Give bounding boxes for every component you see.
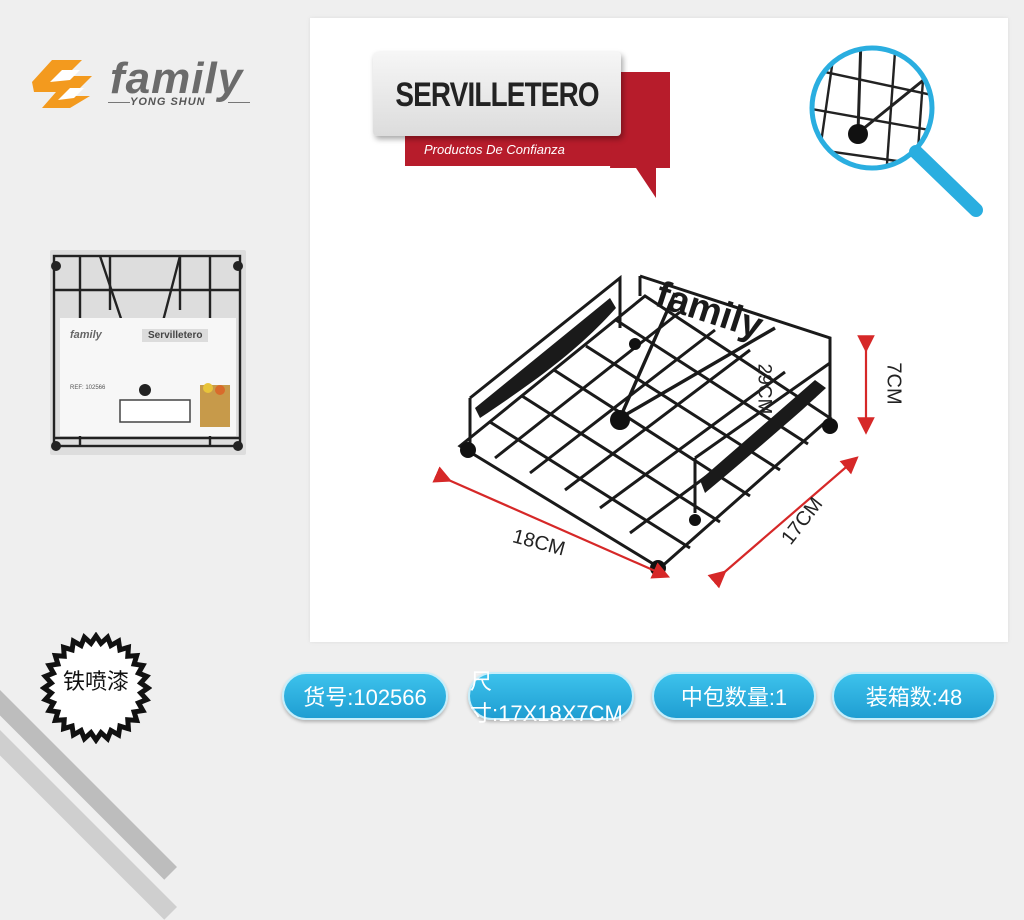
brand-mark-icon	[32, 60, 92, 108]
divider	[228, 102, 250, 103]
dimension-arrows	[432, 335, 875, 589]
product-title: SERVILLETERO	[395, 76, 599, 114]
thumb-title: Servilletero	[142, 329, 209, 342]
spec-item-number: 货号:102566	[282, 672, 448, 720]
magnifier-icon	[809, 45, 983, 217]
spec-carton-qty: 装箱数:48	[832, 672, 996, 720]
dimension-height: 7CM	[882, 362, 905, 405]
brand-name: family	[110, 54, 244, 103]
brand-subtitle: YONG SHUN	[130, 96, 206, 108]
thumb-holder-image	[119, 383, 230, 427]
spec-inner-pack: 中包数量:1	[652, 672, 816, 720]
ribbon-tail-icon	[610, 72, 670, 198]
dimension-inner-height: 29CM	[753, 363, 775, 415]
material-badge-icon	[40, 632, 152, 744]
package-thumbnail: family Servilletero REF: 102566	[50, 250, 246, 455]
brand-logo: family YONG SHUN	[30, 52, 270, 112]
title-box	[373, 52, 621, 136]
thumb-ref: REF: 102566	[70, 385, 106, 391]
material-badge-text: 铁喷漆	[62, 669, 129, 694]
thumb-brand: family	[70, 329, 102, 341]
product-tagline: Productos De Confianza	[424, 142, 565, 157]
spec-size: 尺寸:17X18X7CM	[468, 669, 634, 726]
divider	[108, 102, 130, 103]
